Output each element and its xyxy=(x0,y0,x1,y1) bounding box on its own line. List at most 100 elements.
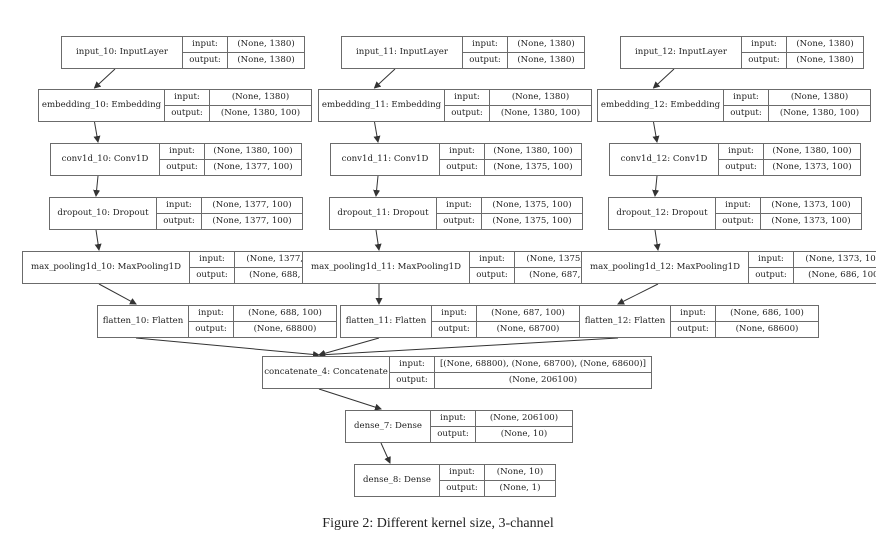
output-shape: (None, 688, 100) xyxy=(249,270,323,281)
io-labels: input:output: xyxy=(671,306,716,337)
io-labels: input: output: xyxy=(437,198,482,229)
layer-name: dropout_10: Dropout xyxy=(50,198,157,229)
output-shape: (None, 1375, 100) xyxy=(493,162,573,173)
output-label: output: xyxy=(748,55,780,66)
shape-values: (None, 1373, 100)(None, 686, 100) xyxy=(794,252,876,283)
input-label: input: xyxy=(190,252,234,268)
io-labels: input:output: xyxy=(431,411,476,442)
layer-name: input_12: InputLayer xyxy=(621,37,742,68)
output-label: output: xyxy=(446,483,478,494)
input-label: input: xyxy=(390,357,434,373)
output-label: output: xyxy=(446,162,478,173)
output-label: output: xyxy=(166,162,198,173)
layer-name: dropout_11: Dropout xyxy=(330,198,437,229)
output-shape: (None, 1380, 100) xyxy=(779,108,860,119)
layer-name: conv1d_10: Conv1D xyxy=(51,144,160,175)
input-label: input: xyxy=(440,144,484,160)
output-label: output: xyxy=(730,108,762,119)
shape-values: (None, 206100)(None, 10) xyxy=(476,411,572,442)
input-shape: (None, 1380, 100) xyxy=(205,144,301,160)
output-label: output: xyxy=(677,324,709,335)
input-shape: (None, 686, 100) xyxy=(716,306,818,322)
input-shape: (None, 1377, 100) xyxy=(235,252,337,268)
shape-values: (None, 687, 100)(None, 68700) xyxy=(477,306,579,337)
layer-name: embedding_12: Embedding xyxy=(598,90,724,121)
input-shape: (None, 1380) xyxy=(508,37,584,53)
shape-values: (None, 1380)(None, 1380) xyxy=(787,37,863,68)
output-label: output: xyxy=(163,216,195,227)
input-label: input: xyxy=(716,198,760,214)
output-label: output: xyxy=(476,270,508,281)
io-labels: input:output: xyxy=(445,90,490,121)
input-shape: (None, 1380) xyxy=(210,90,311,106)
shape-values: (None, 1380)(None, 1380, 100) xyxy=(769,90,870,121)
edge-dropout-10-to-max-pooling1d-10 xyxy=(94,229,102,251)
io-labels: input: output: xyxy=(716,198,761,229)
layer-name: input_11: InputLayer xyxy=(342,37,463,68)
output-shape: (None, 1380) xyxy=(796,55,854,66)
shape-values: (None, 1380) (None, 1380) xyxy=(508,37,584,68)
io-labels: input: output: xyxy=(157,198,202,229)
edge-embedding-11-to-conv1d-11 xyxy=(373,121,381,143)
io-labels: input: output: xyxy=(724,90,769,121)
layer-name: dense_7: Dense xyxy=(346,411,431,442)
input-label: input: xyxy=(432,306,476,322)
input-label: input: xyxy=(437,198,481,214)
io-labels: input:output: xyxy=(165,90,210,121)
output-label: output: xyxy=(396,375,428,386)
layer-name: flatten_11: Flatten xyxy=(341,306,432,337)
layer-name: dropout_12: Dropout xyxy=(609,198,716,229)
output-shape: (None, 1380) xyxy=(517,55,575,66)
edge-dropout-11-to-max-pooling1d-11 xyxy=(374,229,382,251)
output-label: output: xyxy=(451,108,483,119)
input-shape: (None, 1380, 100) xyxy=(485,144,581,160)
io-labels: input:output: xyxy=(719,144,764,175)
edge-concatenate-4-to-dense-7 xyxy=(318,388,382,411)
input-label: input: xyxy=(431,411,475,427)
input-shape: (None, 1375, 100) xyxy=(515,252,617,268)
output-label: output: xyxy=(722,216,754,227)
input-shape: (None, 1375, 100) xyxy=(482,198,582,214)
output-label: output: xyxy=(171,108,203,119)
figure-caption: Figure 2: Different kernel size, 3-chann… xyxy=(322,516,554,531)
shape-values: (None, 1375, 100)(None, 687, 100) xyxy=(515,252,617,283)
input-label: input: xyxy=(440,465,484,481)
layer-name: embedding_10: Embedding xyxy=(39,90,165,121)
output-shape: (None, 1373, 100) xyxy=(772,162,852,173)
edge-max-pooling1d-10-to-flatten-10 xyxy=(98,283,137,305)
output-shape: (None, 1380) xyxy=(237,55,295,66)
layer-name: max_pooling1d_11: MaxPooling1D xyxy=(303,252,470,283)
input-label: input: xyxy=(183,37,227,53)
shape-values: (None, 1380)(None, 1380, 100) xyxy=(490,90,591,121)
edge-flatten-11-to-concatenate-4 xyxy=(318,337,380,357)
input-shape: (None, 1380, 100) xyxy=(764,144,860,160)
output-shape: (None, 206100) xyxy=(508,375,578,386)
output-shape: (None, 1375, 100) xyxy=(492,216,572,227)
input-label: input: xyxy=(724,90,768,106)
layer-name: flatten_10: Flatten xyxy=(98,306,189,337)
io-labels: input:output: xyxy=(190,252,235,283)
output-label: output: xyxy=(443,216,475,227)
io-labels: input:output: xyxy=(470,252,515,283)
layer-name: dense_8: Dense xyxy=(355,465,440,496)
layer-name: conv1d_12: Conv1D xyxy=(610,144,719,175)
edge-embedding-10-to-conv1d-10 xyxy=(93,121,101,143)
shape-values: (None, 1380, 100) (None, 1373, 100) xyxy=(764,144,860,175)
io-labels: input: output: xyxy=(440,144,485,175)
edge-dropout-12-to-max-pooling1d-12 xyxy=(653,229,661,251)
input-label: input: xyxy=(742,37,786,53)
input-shape: (None, 206100) xyxy=(476,411,572,427)
output-label: output: xyxy=(725,162,757,173)
input-label: input: xyxy=(157,198,201,214)
shape-values: (None, 1380)(None, 1380, 100) xyxy=(210,90,311,121)
